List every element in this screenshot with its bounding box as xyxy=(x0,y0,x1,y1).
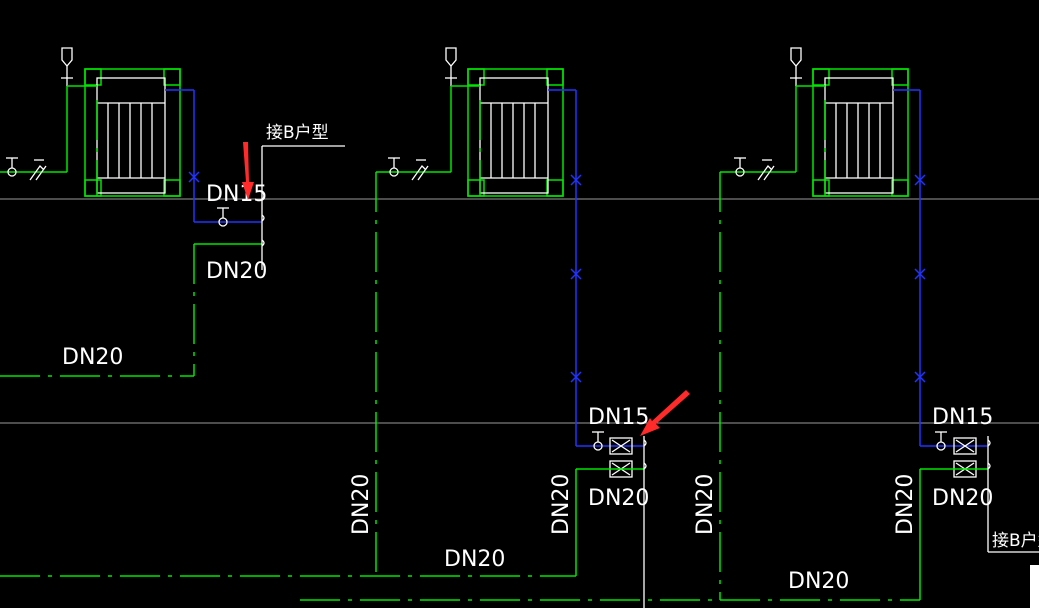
note-label-1: 接B户型 xyxy=(266,123,329,143)
check-valve-icon xyxy=(953,437,977,478)
valve-icon xyxy=(388,157,429,181)
note-label-2: 接B户型 xyxy=(992,531,1039,551)
meter-icon xyxy=(592,431,604,451)
dn20-label-v2: DN20 xyxy=(549,474,574,535)
dn15-label-2: DN15 xyxy=(588,405,649,430)
arrow-icon xyxy=(242,142,254,200)
dn20-label-4: DN20 xyxy=(444,547,505,572)
air-vent-icon xyxy=(445,47,457,86)
radiator-unit-3: 接B户型 DN15 DN20 DN20 DN20 DN20 xyxy=(300,47,1039,601)
dn20-label-2: DN20 xyxy=(62,345,123,370)
dn20-label-5: DN20 xyxy=(932,486,993,511)
dn20-label-v4: DN20 xyxy=(893,474,918,535)
radiator-unit-1: 接B户型 DN15 DN20 DN20 xyxy=(0,47,345,377)
radiator-icon xyxy=(812,68,909,197)
check-valve-icon xyxy=(609,437,633,478)
corner-mark xyxy=(1030,565,1039,608)
air-vent-icon xyxy=(790,47,802,86)
dn20-label-6: DN20 xyxy=(788,569,849,594)
radiator-icon xyxy=(84,68,181,197)
radiator-unit-2: DN15 DN20 DN20 DN20 DN20 xyxy=(0,47,649,608)
dn20-label-1: DN20 xyxy=(206,259,267,284)
valve-icon xyxy=(734,157,775,181)
meter-icon xyxy=(935,431,947,451)
air-vent-icon xyxy=(61,47,73,86)
dn20-label-3: DN20 xyxy=(588,486,649,511)
arrow-icon xyxy=(640,390,690,436)
dn20-label-v3: DN20 xyxy=(693,474,718,535)
radiator-icon xyxy=(467,68,564,197)
meter-icon xyxy=(217,207,229,227)
valve-icon xyxy=(6,157,47,181)
dn15-label-1: DN15 xyxy=(206,182,267,207)
dn15-label-3: DN15 xyxy=(932,405,993,430)
dn20-label-v1: DN20 xyxy=(349,474,374,535)
